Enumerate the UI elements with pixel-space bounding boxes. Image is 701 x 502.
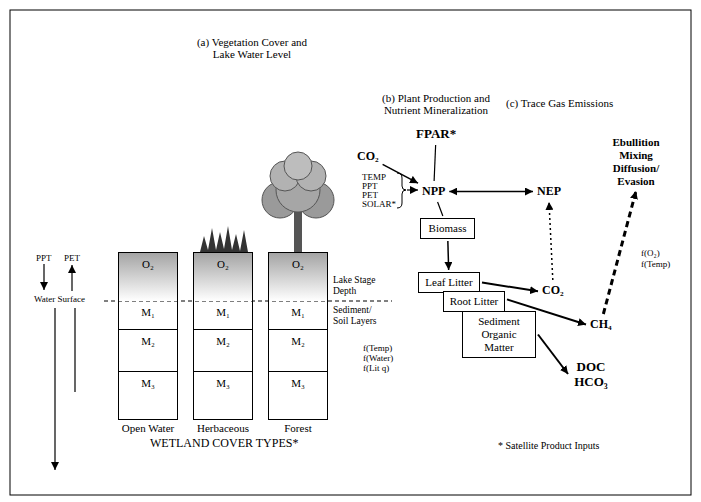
flow-arrow [383,164,418,183]
node-text: M₂ [119,335,177,348]
node-text: NPP [422,184,445,199]
annotation-label: WETLAND COVER TYPES* [150,437,298,450]
node-text: M₃ [119,377,177,390]
gas-term: CO₂ [355,148,381,165]
gas-term: CH₄ [588,316,614,333]
flux-term: NEP [535,183,563,200]
wetland-column: ForestO₂M₁M₂M₃ [268,252,328,420]
annotation-label: (c) Trace Gas Emissions [506,97,613,109]
pool-box: Biomass [420,218,475,239]
flow-arrow [434,145,436,181]
node-text: Root Litter [447,295,501,308]
annotation-label: (b) Plant Production and Nutrient Minera… [372,92,500,117]
node-text: Sediment Organic Matter [466,315,532,354]
soil-layer: M₃ [119,371,177,419]
input-brace [397,173,406,208]
node-text: M₂ [194,335,252,348]
wetland-column: Open WaterO₂M₁M₂M₃ [118,252,178,420]
input-term: FPAR* [414,125,458,143]
flow-arrow [438,202,443,216]
node-text: M₁ [194,306,252,319]
flow-arrow [449,191,533,193]
flux-term: NPP [420,183,447,200]
flow-arrow [538,335,568,375]
soil-layer: M₂ [269,329,327,371]
node-text: CO₂ [542,283,564,298]
pool-box: Leaf Litter [418,272,480,293]
annotation-label: Sediment/ Soil Layers [333,305,385,326]
node-text: Leaf Litter [422,276,476,289]
annotation-label: SOLAR* [362,199,396,209]
annotation-label: PPT [362,181,378,191]
column-label: Forest [284,422,312,435]
soil-layer: M₃ [194,371,252,419]
node-text: O₂ [194,258,252,271]
flow-arrow [549,202,553,280]
annotation-label: Lake Stage Depth [333,275,385,296]
soil-layer: O₂ [269,253,327,301]
pool-box: Sediment Organic Matter [462,311,536,358]
annotation-label: PET [362,190,378,200]
dissolved-product: DOC HCO₃ [570,358,612,390]
water-level-line [74,308,75,392]
node-text: Ebullition Mixing Diffusion/ Evasion [602,136,670,188]
annotation-label: f(O₂) [641,248,660,258]
column-label: Open Water [122,422,174,435]
node-text: DOC HCO₃ [572,359,610,389]
emission-process: Ebullition Mixing Diffusion/ Evasion [600,135,672,189]
node-text: O₂ [269,258,327,271]
soil-layer: M₁ [119,301,177,329]
evap-arrow [71,265,72,291]
flow-arrow [447,241,449,270]
node-text: M₁ [269,306,327,319]
node-text: M₃ [194,377,252,390]
node-text: CO₂ [357,149,379,164]
soil-layer: M₁ [269,301,327,329]
flow-arrow [603,191,636,314]
tree-crown [284,152,312,180]
annotation-label: TEMP [362,172,386,182]
pool-box: Root Litter [443,291,505,312]
soil-layer: M₂ [119,329,177,371]
node-text: M₂ [269,335,327,348]
annotation-label: (a) Vegetation Cover and Lake Water Leve… [188,36,316,61]
gas-term: CO₂ [540,282,566,299]
soil-layer: O₂ [194,253,252,301]
annotation-label: * Satellite Product Inputs [498,440,599,451]
node-text: M₃ [269,377,327,390]
node-text: M₁ [119,306,177,319]
tree-trunk [294,212,302,252]
soil-layer: M₂ [194,329,252,371]
node-text: CH₄ [590,317,612,332]
node-text: FPAR* [416,126,456,142]
annotation-label: PET [64,253,80,263]
annotation-label: Water Surface [34,294,85,304]
brace-arrow [407,189,418,190]
node-text: O₂ [119,258,177,271]
annotation-label: f(Lit q) [363,363,389,373]
soil-layer: M₁ [194,301,252,329]
node-text: Biomass [424,222,471,235]
annotation-label: f(Temp) [363,343,392,353]
drainage-arrow [54,308,55,470]
grass-icon [200,226,248,252]
frame-border [10,10,691,495]
soil-layer: O₂ [119,253,177,301]
soil-layer: M₃ [269,371,327,419]
precip-arrow [43,264,44,290]
node-text: NEP [537,184,561,199]
annotation-label: f(Temp) [641,259,670,269]
annotation-label: f(Water) [363,353,393,363]
column-label: Herbaceous [197,422,249,435]
wetland-column: HerbaceousO₂M₁M₂M₃ [193,252,253,420]
annotation-label: PPT [36,253,52,263]
